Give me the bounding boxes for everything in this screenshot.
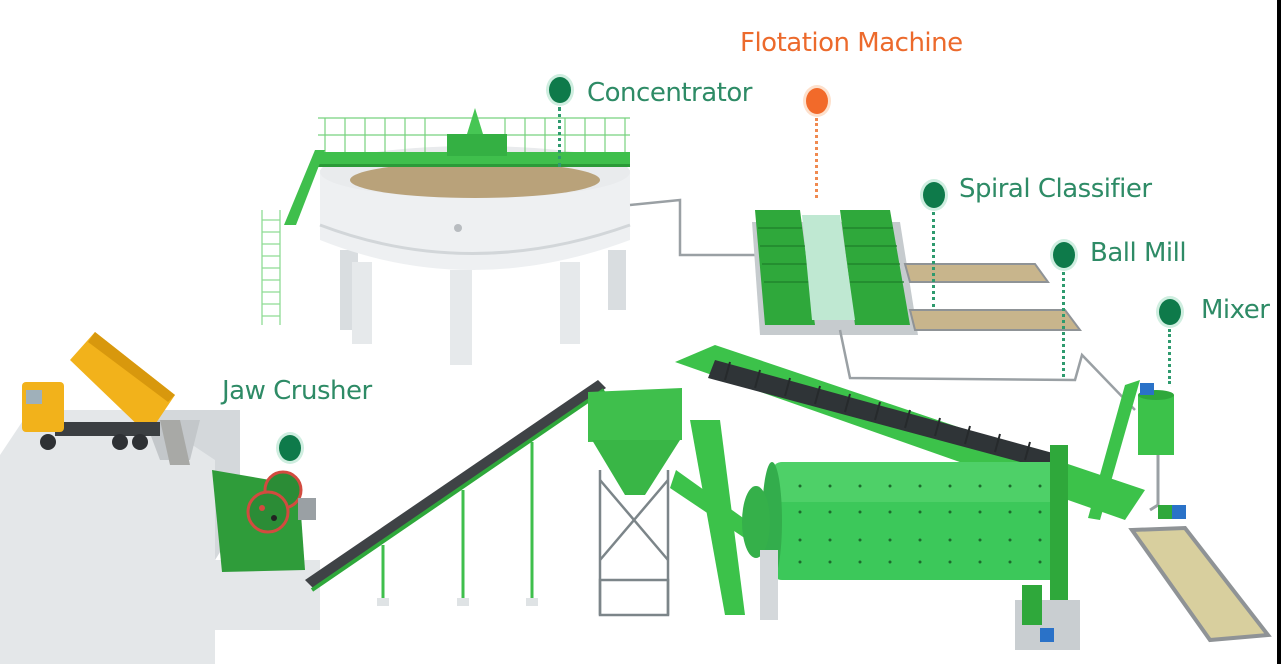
- leader-line-concentrator: [558, 107, 561, 167]
- marker-spiral-classifier-icon[interactable]: [923, 182, 945, 208]
- label-mixer: Mixer: [1201, 295, 1270, 325]
- label-spiral-classifier: Spiral Classifier: [959, 174, 1152, 204]
- label-flotation-machine: Flotation Machine: [740, 28, 963, 58]
- truck-illustration: [22, 332, 190, 465]
- concentrator-illustration: [261, 108, 760, 365]
- storage-hopper-illustration: [588, 388, 682, 617]
- ball-mill-illustration: [742, 445, 1080, 650]
- marker-mixer-icon[interactable]: [1159, 299, 1181, 325]
- frame-edge: [1277, 0, 1281, 664]
- leader-line-mixer: [1168, 329, 1171, 384]
- flotation-illustration: [752, 210, 1136, 411]
- marker-flotation-machine-icon[interactable]: [806, 88, 828, 114]
- leader-line-spiral-classifier: [932, 212, 935, 307]
- belt-conveyor-illustration: [305, 380, 606, 606]
- marker-ball-mill-icon[interactable]: [1053, 242, 1075, 268]
- marker-jaw-crusher-icon[interactable]: [279, 435, 301, 461]
- jaw-crusher-illustration: [212, 470, 316, 572]
- leader-line-ball-mill: [1062, 272, 1065, 377]
- marker-concentrator-icon[interactable]: [549, 77, 571, 103]
- label-jaw-crusher: Jaw Crusher: [222, 376, 372, 406]
- mixer-illustration: [1088, 380, 1272, 643]
- label-ball-mill: Ball Mill: [1090, 238, 1187, 268]
- leader-line-flotation: [815, 118, 818, 198]
- label-concentrator: Concentrator: [587, 78, 752, 108]
